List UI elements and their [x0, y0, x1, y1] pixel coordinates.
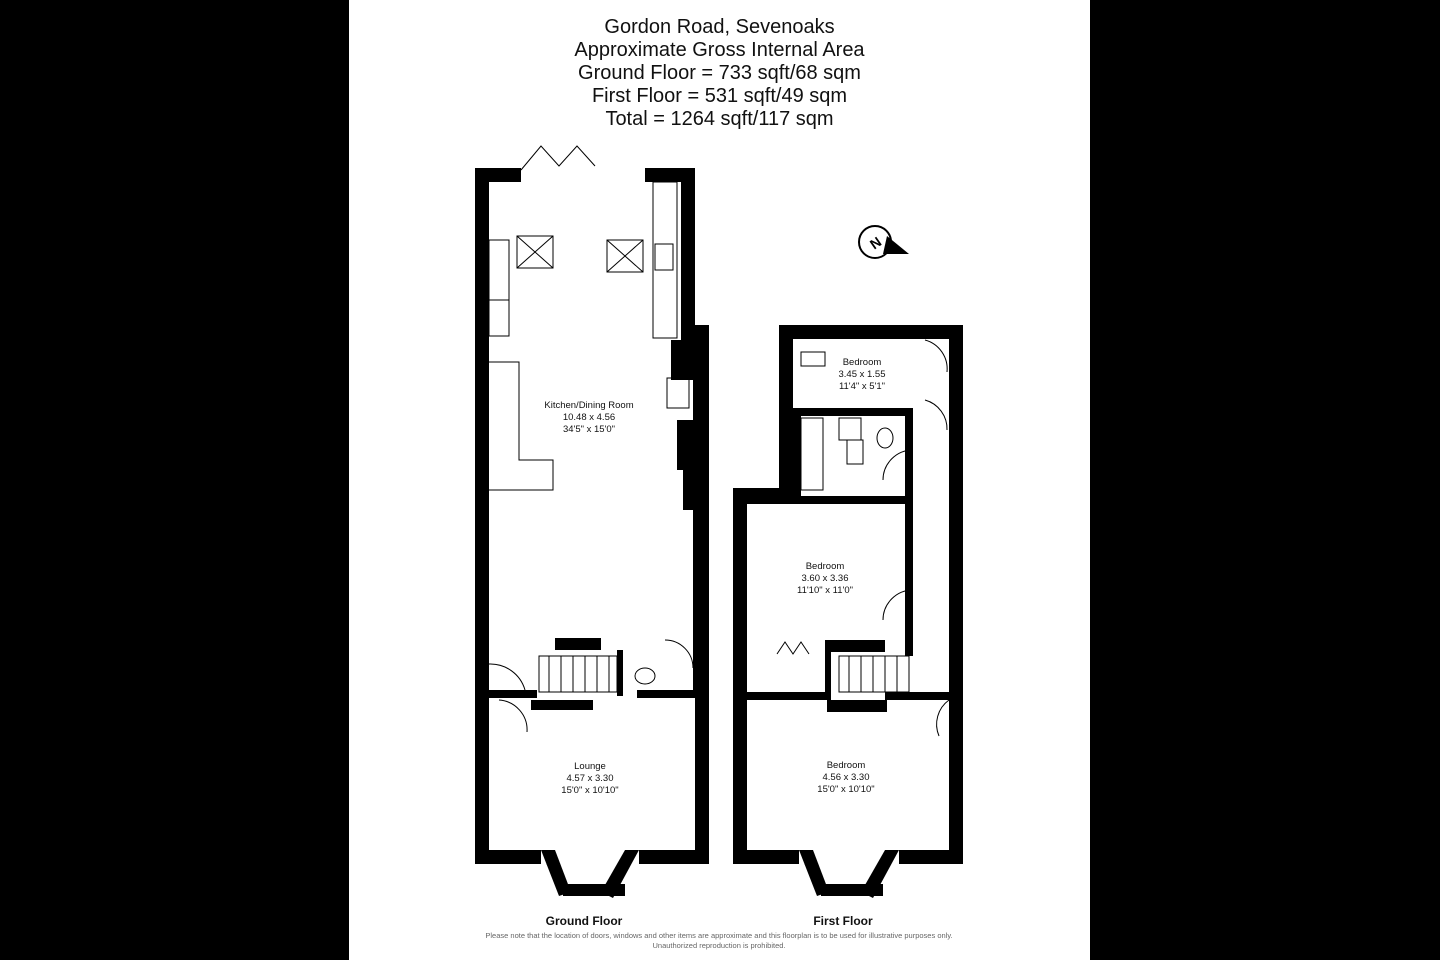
kitchen-worktop	[652, 181, 678, 339]
wall-bottom	[639, 850, 709, 864]
partition-wall	[793, 408, 801, 500]
door-swing	[882, 589, 914, 621]
ground-floor-plan	[475, 168, 709, 898]
toilet	[634, 667, 656, 685]
bedroom-middle-imperial: 11'10" x 11'0"	[797, 585, 853, 596]
sink	[654, 243, 674, 271]
window	[734, 583, 746, 625]
partition-wall	[885, 692, 949, 700]
disclaimer: Please note that the location of doors, …	[485, 931, 953, 950]
kitchen-island	[489, 361, 554, 491]
first-floor-fixtures	[734, 326, 950, 893]
bay-window	[826, 885, 872, 893]
door-swing	[924, 339, 948, 373]
toilet	[876, 427, 894, 449]
floorplan-header: Gordon Road, Sevenoaks Approximate Gross…	[349, 16, 1090, 131]
first-floor-label: First Floor	[813, 914, 873, 928]
address-title: Gordon Road, Sevenoaks	[604, 16, 835, 38]
first-floor-plan	[733, 325, 963, 898]
wall-top	[779, 325, 963, 339]
skylight	[516, 235, 554, 269]
wc-wall	[617, 650, 623, 696]
wall-right	[693, 325, 709, 690]
partition-wall	[905, 408, 913, 498]
chimney-breast	[825, 640, 885, 652]
room-labels: Kitchen/Dining Room 10.48 x 4.56 34'5" x…	[544, 357, 885, 796]
bay-wall-front	[821, 884, 883, 896]
kitchen-imperial: 34'5" x 15'0"	[563, 424, 615, 435]
floorplan-sheet: Gordon Road, Sevenoaks Approximate Gross…	[349, 0, 1090, 960]
wall-left	[733, 488, 747, 864]
lounge-metric: 4.57 x 3.30	[566, 773, 613, 784]
wall	[779, 325, 793, 500]
bedroom-small-name: Bedroom	[843, 357, 882, 368]
wardrobe-doors	[776, 641, 810, 655]
bedroom-middle-name: Bedroom	[806, 561, 845, 572]
bedroom-front-imperial: 15'0" x 10'10"	[817, 784, 874, 795]
staircase	[538, 655, 618, 693]
window	[476, 189, 488, 231]
door-swing	[488, 663, 526, 691]
stair-wall	[825, 652, 831, 700]
bay-window	[568, 885, 614, 893]
partition-wall	[793, 408, 911, 416]
floorplan-drawing: N Kitchen/Dining Room 10.48 x 4.56 34'5"…	[475, 145, 963, 928]
hob	[666, 377, 690, 409]
chimney-breast	[827, 700, 887, 712]
wall-right	[949, 325, 963, 864]
wall-bottom	[899, 850, 963, 864]
partition-wall	[747, 692, 825, 700]
bedroom-front-metric: 4.56 x 3.30	[822, 772, 869, 783]
bay-wall-front	[563, 884, 625, 896]
wall	[681, 168, 695, 348]
cupboard	[488, 239, 510, 301]
ground-floor-area: Ground Floor = 733 sqft/68 sqm	[578, 62, 861, 84]
door-swing	[924, 399, 948, 431]
bedroom-front-name: Bedroom	[827, 760, 866, 771]
bedroom-small-metric: 3.45 x 1.55	[838, 369, 885, 380]
door-swing	[498, 699, 528, 733]
partition-wall	[905, 496, 913, 656]
wall-right-lounge	[695, 690, 709, 864]
bedroom-small-imperial: 11'4" x 5'1"	[839, 381, 885, 392]
staircase	[838, 655, 910, 693]
kitchen-name: Kitchen/Dining Room	[544, 400, 633, 411]
partition-wall	[489, 690, 537, 698]
first-floor-area: First Floor = 531 sqft/49 sqm	[591, 85, 848, 107]
cupboard	[488, 299, 510, 337]
area-title: Approximate Gross Internal Area	[574, 39, 865, 61]
door-swing	[882, 449, 914, 481]
wall-left	[475, 168, 489, 864]
ground-floor-fixtures	[476, 145, 694, 893]
skylight	[606, 239, 644, 273]
wall-pier	[683, 470, 693, 510]
window	[848, 326, 894, 338]
ground-floor-label: Ground Floor	[546, 914, 623, 928]
chimney-breast	[671, 340, 693, 380]
wall-pier	[677, 420, 693, 470]
skylight	[800, 351, 826, 367]
door-swing	[664, 639, 694, 669]
chimney-breast	[555, 638, 601, 650]
partition-wall	[637, 690, 695, 698]
bedroom-middle-metric: 3.60 x 3.36	[801, 573, 848, 584]
bifold-door	[520, 145, 596, 171]
basin	[838, 417, 862, 441]
kitchen-metric: 10.48 x 4.56	[563, 412, 615, 423]
compass-icon: N	[858, 225, 909, 259]
lounge-imperial: 15'0" x 10'10"	[561, 785, 618, 796]
total-area: Total = 1264 sqft/117 sqm	[605, 108, 834, 130]
door-swing	[936, 699, 950, 737]
wall-bottom	[733, 850, 799, 864]
shower-tray	[846, 439, 864, 465]
partition-wall	[741, 496, 913, 504]
lounge-name: Lounge	[574, 761, 606, 772]
bathtub	[800, 417, 824, 491]
chimney-breast	[531, 700, 593, 710]
wall	[645, 168, 689, 182]
window	[476, 589, 488, 631]
wall-bottom	[475, 850, 541, 864]
